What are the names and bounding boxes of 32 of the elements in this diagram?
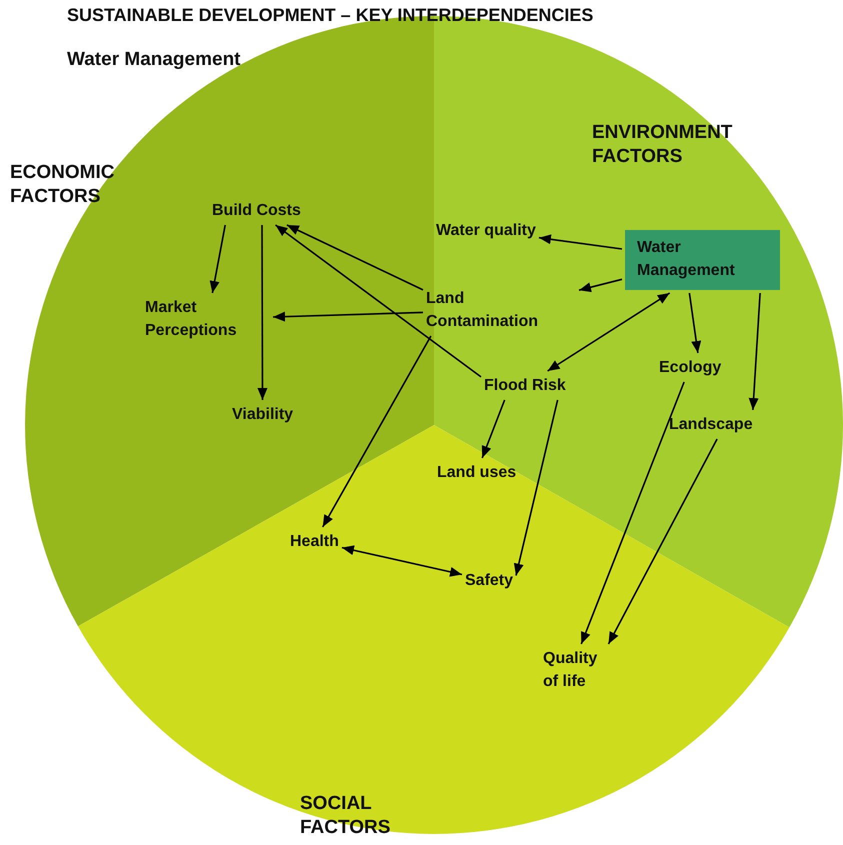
node-label: Market Perceptions [145,296,270,342]
subtitle: Water Management [67,49,240,71]
arrow [342,545,462,577]
arrow [538,234,622,250]
process-box: Water Management [625,230,780,290]
arrow [688,292,702,354]
node-label: Landscape [669,413,753,436]
arrow [286,224,424,291]
node-label: Water quality [436,219,536,242]
arrow [547,292,670,372]
node-label: Health [290,530,339,553]
arrow [578,278,622,292]
arrow [210,224,226,294]
arrow [257,225,268,400]
arrow [322,336,432,528]
arrow [748,292,761,410]
arrow [272,312,424,322]
arrow [580,382,685,644]
node-label: Land uses [437,461,516,484]
sector-heading: SOCIAL FACTORS [300,792,392,840]
title: SUSTAINABLE DEVELOPMENT – KEY INTERDEPENDENCIES [67,5,594,26]
node-label: Land Contamination [426,287,576,333]
node-label: Safety [465,569,514,592]
node-label: Ecology [659,356,722,379]
node-label: Quality of life [543,647,613,693]
arrow [481,400,506,458]
arrow [514,400,558,576]
node-label: Build Costs [212,199,301,222]
arrow [275,224,482,378]
node-label: Flood Risk [484,374,566,397]
arrow [608,438,718,644]
node-label: Viability [232,403,294,426]
